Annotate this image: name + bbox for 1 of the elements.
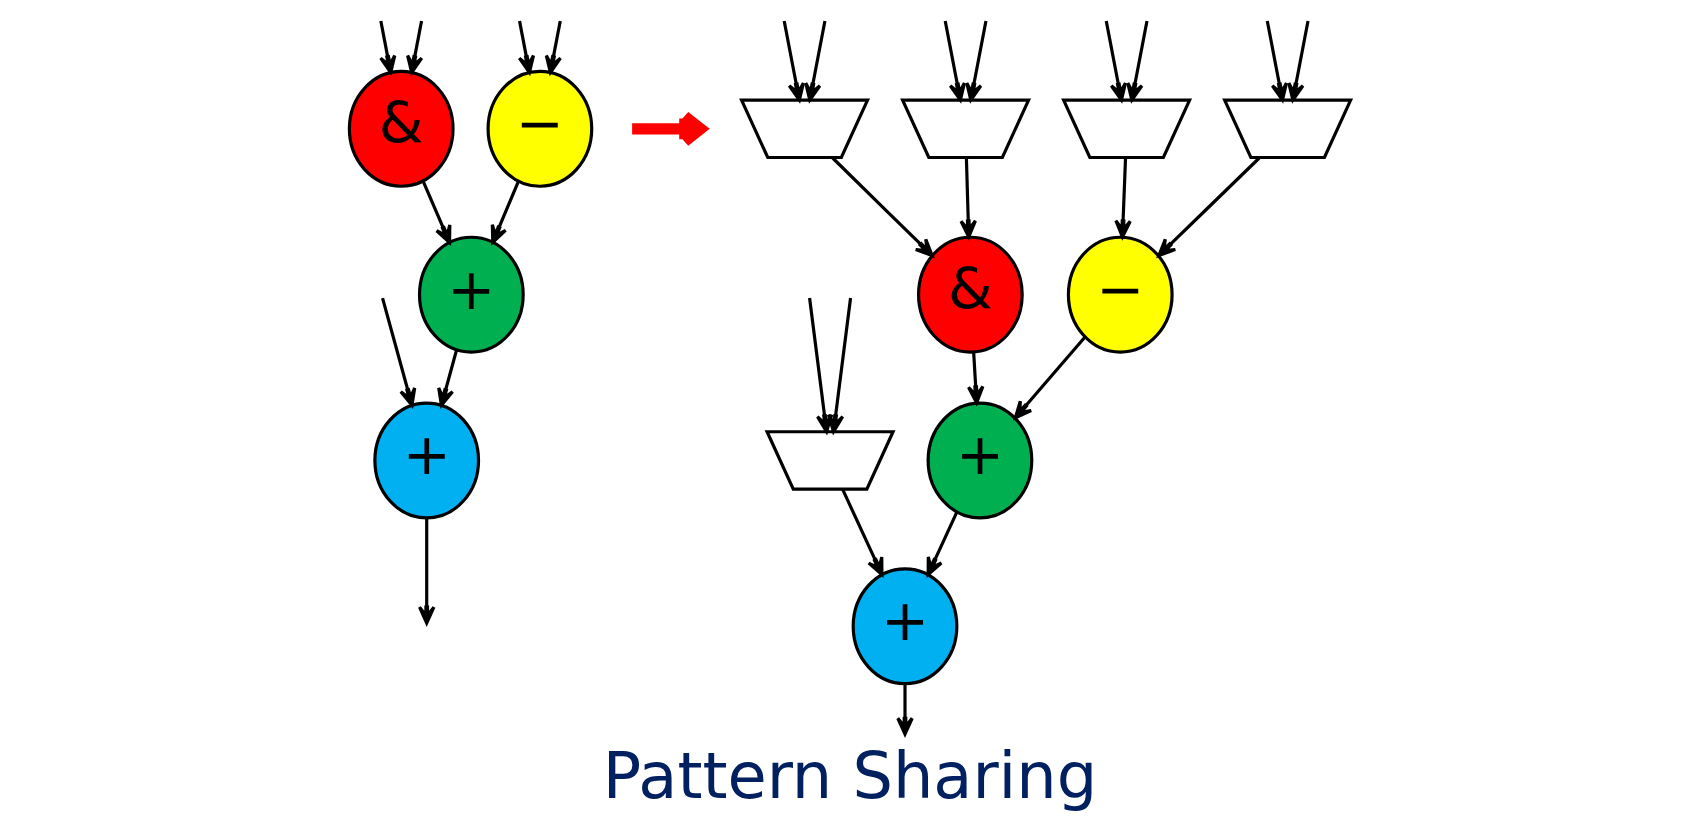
diagram-title: Pattern Sharing [602, 738, 1097, 813]
